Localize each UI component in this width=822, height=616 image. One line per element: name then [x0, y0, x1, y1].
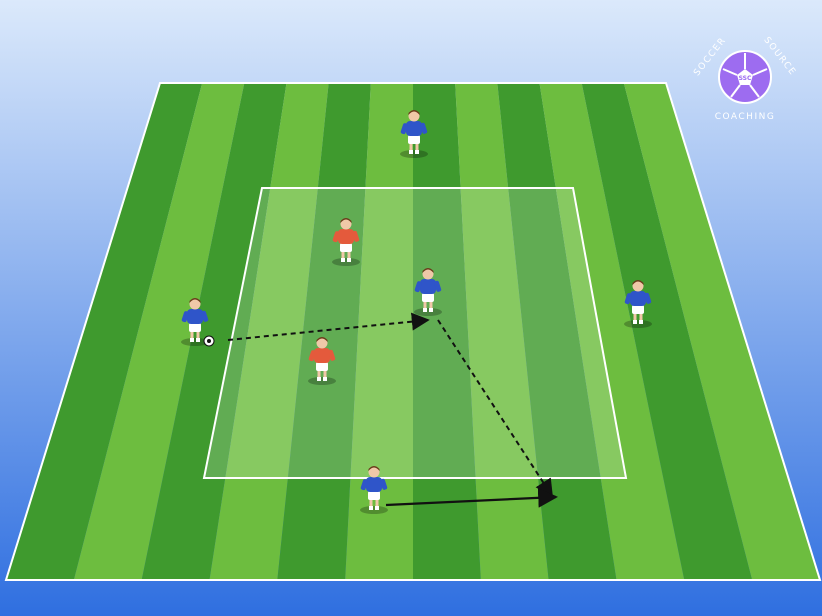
pitch-stripe [581, 83, 753, 580]
pitch-stripe [6, 83, 203, 580]
pitch-stripe [73, 83, 245, 580]
inner-grid-area [202, 187, 628, 479]
pitch-stripe [623, 83, 820, 580]
run-arrow [385, 487, 558, 508]
pitch-stripe [413, 83, 481, 580]
soccer-ball-icon [203, 335, 215, 347]
logo-text-coaching: COACHING [715, 112, 776, 122]
logo-ball-text: SSC [739, 75, 752, 82]
pass-arrow-1 [227, 312, 430, 341]
arrows [227, 312, 558, 508]
pitch-stripe [497, 83, 617, 580]
pitch-stripe [345, 83, 413, 580]
player-blue [181, 298, 209, 346]
player-red [332, 218, 360, 266]
pitch-stripe [141, 83, 287, 580]
player-blue [400, 110, 428, 158]
player-blue [624, 280, 652, 328]
player-blue [360, 466, 388, 514]
pitch-stripe [277, 83, 371, 580]
pitch-stripe [209, 83, 329, 580]
pitch-outline [4, 82, 822, 581]
player-red [308, 337, 336, 385]
player-blue [414, 268, 442, 316]
pass-arrow-2 [437, 319, 553, 498]
pitch-stripe [455, 83, 549, 580]
